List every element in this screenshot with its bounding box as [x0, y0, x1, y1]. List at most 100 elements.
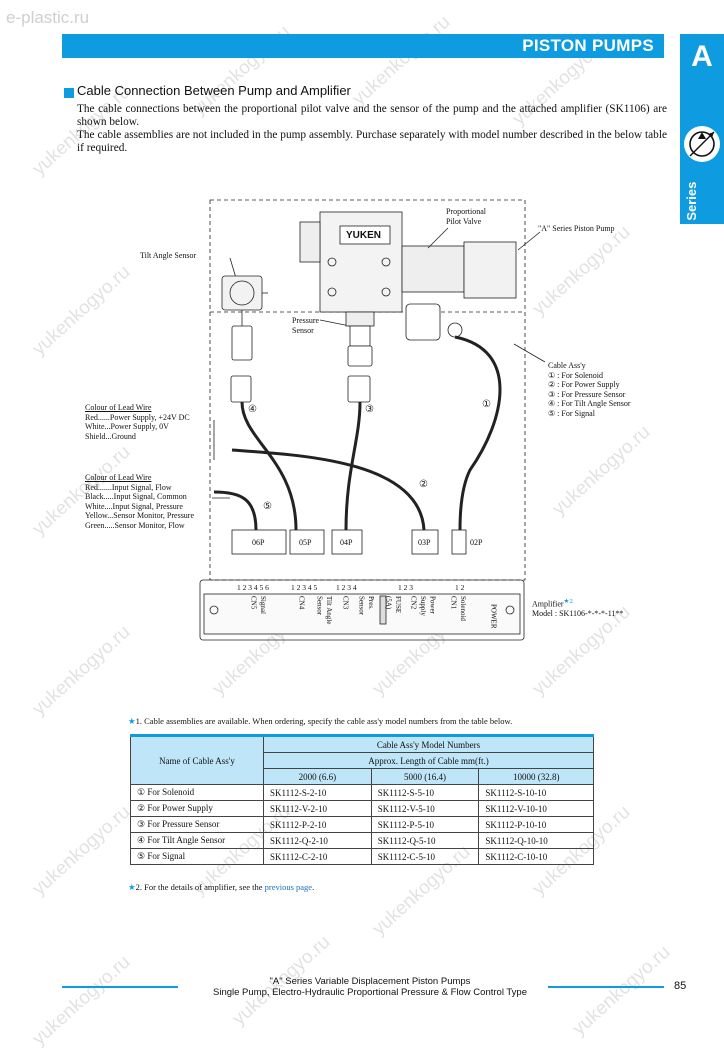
cell-model: SK1112-C-10-10 — [478, 848, 594, 865]
plug-06p: 06P — [252, 538, 265, 547]
row-name: ④ For Tilt Angle Sensor — [130, 832, 264, 849]
lead-wire-line: White...Power Supply, 0V — [85, 422, 169, 431]
amp-pin-group: 1 2 3 — [398, 583, 413, 592]
plug-04p: 04P — [340, 538, 353, 547]
tilt-angle-sensor-label: Tilt Angle Sensor — [140, 251, 197, 260]
intro-paragraph-1: The cable connections between the propor… — [77, 103, 667, 128]
cable-number-5: ⑤ — [263, 501, 272, 512]
cable-number-3: ③ — [365, 404, 374, 415]
pump-enclosure — [209, 199, 526, 581]
star-icon: ★ — [128, 716, 136, 726]
section-marker — [64, 88, 74, 98]
row-name: ② For Power Supply — [130, 800, 264, 817]
lead-wire-line: Green.....Sensor Monitor, Flow — [85, 520, 185, 530]
group-header: Cable Ass'y Model Numbers — [263, 734, 594, 753]
cell-model: SK1112-Q-10-10 — [478, 832, 594, 849]
length-header: 5000 (16.4) — [370, 768, 480, 785]
table-row: ① For Solenoid SK1112-S-2-10 SK1112-S-5-… — [130, 784, 594, 801]
amplifier-body — [199, 579, 525, 641]
amp-port-pres-sensor: Pres. Sensor — [357, 596, 376, 616]
footer-rule-right — [548, 986, 664, 988]
series-side-tab: A "A" Series — [680, 34, 724, 246]
series-piston-pump-label: "A" Series Piston Pump — [538, 224, 615, 233]
cell-model: SK1112-P-2-10 — [263, 816, 372, 833]
cell-model: SK1112-Q-2-10 — [263, 832, 372, 849]
cable-5 — [213, 490, 258, 531]
table-row: ④ For Tilt Angle Sensor SK1112-Q-2-10 SK… — [130, 832, 594, 849]
cell-model: SK1112-V-10-10 — [478, 800, 594, 817]
header-bar: PISTON PUMPS — [62, 34, 664, 58]
solenoid-body — [401, 245, 465, 293]
footer-text: "A" Series Variable Displacement Piston … — [150, 976, 590, 998]
note-1: ★1. Cable assemblies are available. When… — [128, 716, 512, 727]
cable-number-4: ④ — [248, 404, 257, 415]
cell-model: SK1112-S-5-10 — [370, 784, 480, 801]
amp-port-cn3: CN3 — [341, 596, 350, 610]
series-letter: A — [691, 40, 713, 73]
amp-power-label: POWER — [489, 604, 498, 629]
proportional-pilot-valve-label: Proportional Pilot Valve — [446, 207, 486, 226]
footer-line-1: "A" Series Variable Displacement Piston … — [269, 976, 471, 987]
cable-number-2: ② — [419, 479, 428, 490]
note-1-text: 1. Cable assemblies are available. When … — [135, 716, 513, 726]
cell-model: SK1112-P-5-10 — [370, 816, 480, 833]
plug-02p: 02P — [470, 538, 483, 547]
page-number: 85 — [674, 980, 687, 992]
plug-03p: 03P — [418, 538, 431, 547]
lead-wire-legend-signal: Colour of Lead Wire Red.......Input Sign… — [85, 473, 194, 530]
cable-3 — [344, 401, 362, 531]
amp-pin-group: 1 2 — [455, 583, 465, 592]
amp-port-power-supply-cn2: Power Supply CN2 — [409, 596, 437, 616]
solenoid-coil — [463, 241, 517, 299]
yuken-logo: YUKEN — [346, 230, 382, 241]
lead-wire-line: Shield...Ground — [85, 431, 136, 441]
previous-page-link[interactable]: previous page — [264, 882, 313, 892]
page-header-title: PISTON PUMPS — [522, 36, 654, 55]
cable-assy-title: Cable Ass'y — [548, 361, 586, 370]
cable-number-1: ① — [482, 399, 491, 410]
lead-wire-title: Colour of Lead Wire — [85, 403, 152, 412]
site-logo: e-plastic.ru — [6, 8, 90, 27]
intro-paragraph-2: The cable assemblies are not included in… — [77, 129, 667, 154]
row-name: ③ For Pressure Sensor — [130, 816, 264, 833]
cable-1 — [454, 335, 502, 531]
note-2-text: 2. For the details of amplifier, see the — [135, 882, 263, 892]
cell-model: SK1112-V-2-10 — [263, 800, 372, 817]
cable-connection-diagram — [199, 199, 546, 641]
amp-pin-group: 1 2 3 4 5 6 — [237, 583, 269, 592]
footer-rule-left — [62, 986, 178, 988]
table-row: ③ For Pressure Sensor SK1112-P-2-10 SK11… — [130, 816, 594, 833]
cable-assy-item: ⑤ : For Signal — [548, 408, 595, 418]
lead-wire-line: Yellow...Sensor Monitor, Pressure — [85, 511, 195, 520]
amplifier-label-block: Amplifier★2 Model : SK1106-*-*-*-11** — [532, 597, 623, 619]
cable-assy-item: ④ : For Tilt Angle Sensor — [548, 399, 631, 408]
amp-port-fuse: FUSE (5A) — [384, 596, 403, 614]
amp-port-solenoid-cn1: Solenoid CN1 — [449, 596, 468, 621]
plug-05p: 05P — [299, 538, 312, 547]
cell-model: SK1112-C-2-10 — [263, 848, 372, 865]
lead-wire-line: Red......Power Supply, +24V DC — [85, 412, 190, 422]
pressure-sensor-body — [345, 311, 375, 327]
amp-pin-group: 1 2 3 4 5 — [291, 583, 318, 592]
length-header: 10000 (32.8) — [478, 768, 594, 785]
section-title: Cable Connection Between Pump and Amplif… — [77, 83, 351, 98]
intro-text: The cable connections between the propor… — [77, 103, 667, 155]
lead-wire-title: Colour of Lead Wire — [85, 473, 152, 482]
table-row: ② For Power Supply SK1112-V-2-10 SK1112-… — [130, 800, 594, 817]
lead-wire-line: Red.......Input Signal, Flow — [85, 482, 172, 492]
amp-port-tilt-angle-sensor: Tilt Angle Sensor — [315, 596, 334, 625]
note-2-suffix: . — [312, 882, 315, 892]
amp-pin-group: 1 2 3 4 — [336, 583, 357, 592]
cable-assy-item: ③ : For Pressure Sensor — [548, 389, 626, 399]
cable-2 — [231, 448, 426, 531]
note-2: ★2. For the details of amplifier, see th… — [128, 882, 314, 893]
solenoid-connector — [405, 303, 441, 341]
table-row: ⑤ For Signal SK1112-C-2-10 SK1112-C-5-10… — [130, 848, 594, 865]
pump-symbol-icon — [684, 126, 720, 162]
col-name-header: Name of Cable Ass'y — [130, 734, 264, 785]
amplifier-label: Amplifier — [532, 599, 564, 609]
star-icon: ★ — [128, 882, 136, 892]
cell-model: SK1112-S-2-10 — [263, 784, 372, 801]
amp-port-signal-cn5: Signal CN5 — [249, 596, 268, 614]
star-icon: ★2 — [563, 598, 573, 605]
